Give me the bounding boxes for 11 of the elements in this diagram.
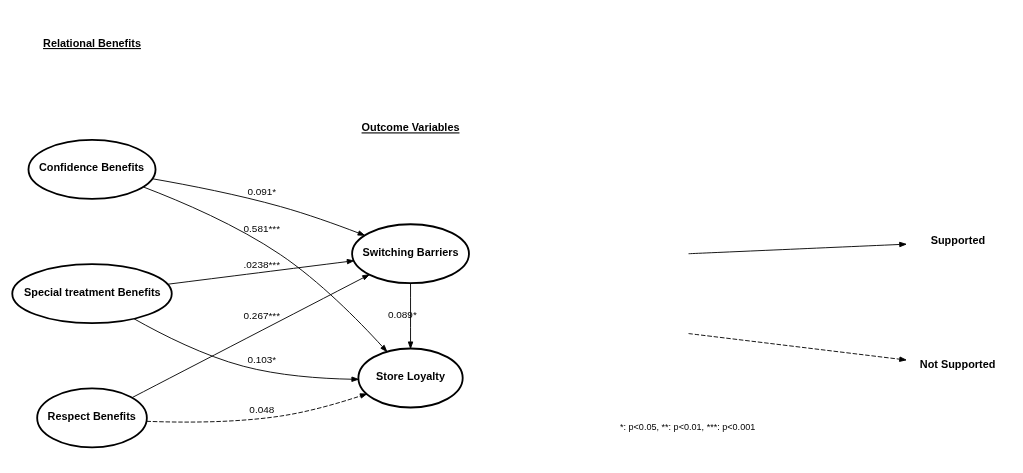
label: Outcome Variables xyxy=(361,121,460,134)
edge-label: 0.048 xyxy=(249,404,275,416)
legend-label: Supported xyxy=(930,233,986,246)
label: *: p<0.05, **: p<0.01, ***: p<0.001 xyxy=(619,422,756,433)
edge-label: .0238*** xyxy=(243,259,281,271)
legend-label: Not Supported xyxy=(919,358,996,371)
edge-label: 0.091* xyxy=(247,185,277,197)
edge-label: 0.581*** xyxy=(243,222,281,234)
label: Relational Benefits xyxy=(43,37,141,50)
edge-label: 0.267*** xyxy=(243,309,281,321)
edge-label: 0.103* xyxy=(247,354,277,366)
